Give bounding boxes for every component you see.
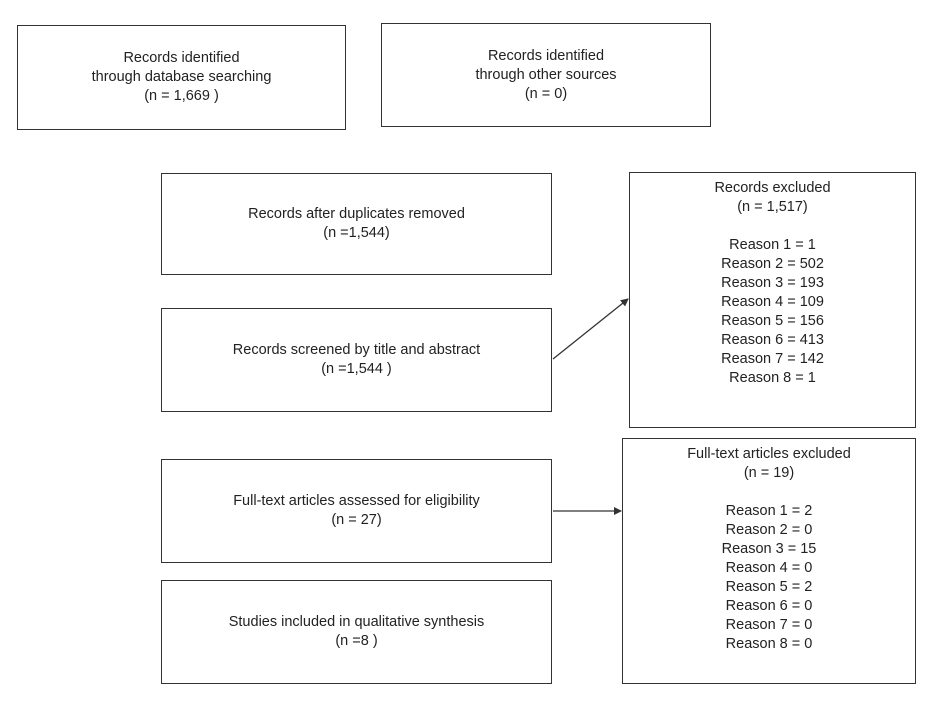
other-sources-line2: through other sources bbox=[475, 66, 617, 83]
eligibility-label: Full-text articles assessed for eligibil… bbox=[233, 493, 480, 509]
eligibility-box: Full-text articles assessed for eligibil… bbox=[161, 459, 552, 563]
other-sources-line1: Records identified bbox=[487, 47, 605, 64]
screened-label: Records screened by title and abstract bbox=[232, 342, 481, 358]
records-excluded-reason: Reason 4 = 109 bbox=[721, 294, 824, 310]
other-sources-count: (n = 0) bbox=[524, 85, 568, 102]
fulltext-excluded-reason: Reason 8 = 0 bbox=[725, 636, 813, 652]
fulltext-excluded-reason: Reason 1 = 2 bbox=[725, 503, 813, 519]
records-excluded-reason: Reason 1 = 1 bbox=[729, 237, 816, 253]
records-excluded-title: Records excluded bbox=[714, 180, 831, 196]
database-records-count: (n = 1,669 ) bbox=[144, 88, 219, 104]
records-excluded-reason: Reason 2 = 502 bbox=[721, 256, 824, 272]
duplicates-removed-count: (n =1,544) bbox=[323, 225, 390, 241]
included-count: (n =8 ) bbox=[335, 633, 378, 649]
fulltext-excluded-reason: Reason 4 = 0 bbox=[725, 560, 813, 576]
records-excluded-reason: Reason 7 = 142 bbox=[721, 351, 824, 367]
fulltext-excluded-box: Full-text articles excluded (n = 19) Rea… bbox=[622, 438, 916, 684]
eligibility-count: (n = 27) bbox=[331, 512, 382, 528]
included-label: Studies included in qualitative synthesi… bbox=[228, 614, 485, 630]
fulltext-excluded-reason: Reason 5 = 2 bbox=[725, 579, 813, 595]
fulltext-excluded-reason: Reason 7 = 0 bbox=[725, 617, 813, 633]
fulltext-excluded-count: (n = 19) bbox=[743, 465, 795, 481]
database-records-box: Records identified through database sear… bbox=[17, 25, 346, 130]
fulltext-excluded-reason: Reason 2 = 0 bbox=[725, 522, 813, 538]
records-excluded-reason: Reason 3 = 193 bbox=[721, 275, 824, 291]
other-sources-box: Records identified through other sources… bbox=[381, 23, 711, 127]
database-records-line1: Records identified bbox=[123, 50, 240, 66]
records-excluded-count: (n = 1,517) bbox=[737, 199, 808, 215]
records-excluded-reason: Reason 8 = 1 bbox=[729, 370, 816, 386]
records-excluded-reason: Reason 5 = 156 bbox=[721, 313, 824, 329]
duplicates-removed-label: Records after duplicates removed bbox=[248, 206, 465, 222]
records-excluded-box: Records excluded (n = 1,517) Reason 1 = … bbox=[629, 172, 916, 428]
duplicates-removed-box: Records after duplicates removed (n =1,5… bbox=[161, 173, 552, 275]
fulltext-excluded-reason: Reason 6 = 0 bbox=[725, 598, 813, 614]
fulltext-excluded-title: Full-text articles excluded bbox=[687, 446, 851, 462]
fulltext-excluded-reason: Reason 3 = 15 bbox=[721, 541, 817, 557]
screened-box: Records screened by title and abstract (… bbox=[161, 308, 552, 412]
included-box: Studies included in qualitative synthesi… bbox=[161, 580, 552, 684]
database-records-line2: through database searching bbox=[91, 69, 272, 85]
records-excluded-reason: Reason 6 = 413 bbox=[721, 332, 824, 348]
screened-to-excluded-arrow bbox=[552, 298, 629, 360]
screened-count: (n =1,544 ) bbox=[321, 361, 392, 377]
